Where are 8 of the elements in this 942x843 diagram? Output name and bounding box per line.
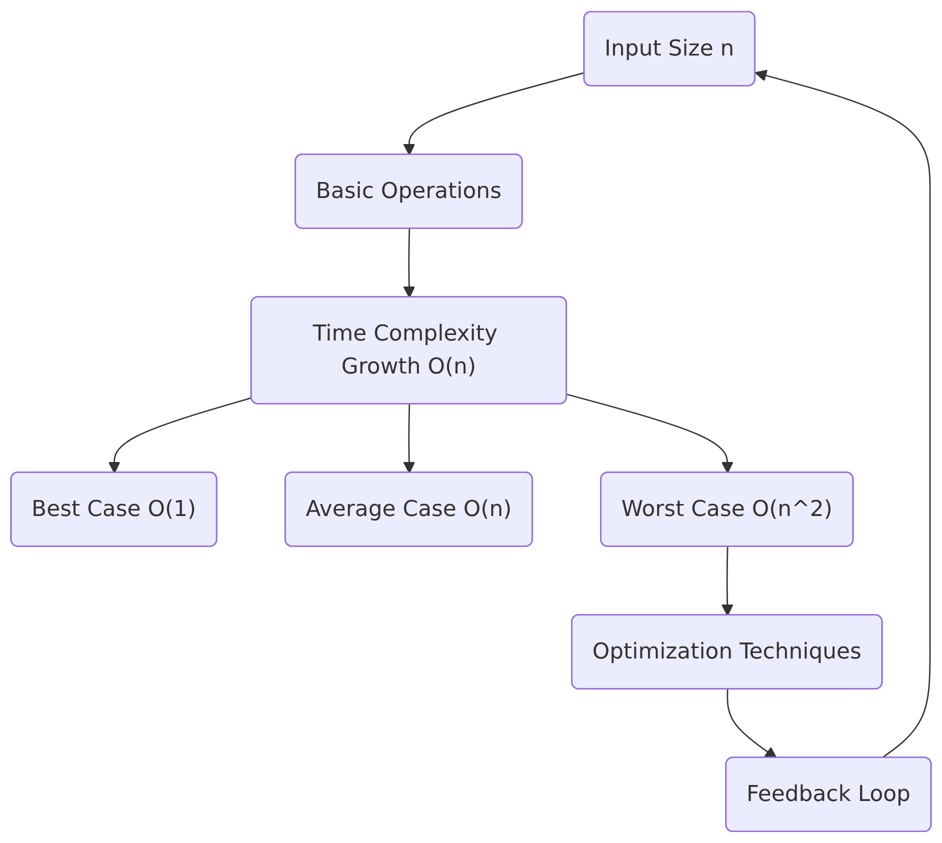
arrow [721,546,734,616]
arrow [566,394,734,474]
arrow [403,404,416,474]
arrow [726,689,777,759]
arrow [403,228,416,298]
arrow [403,72,585,156]
arrow [108,397,252,474]
arrow [754,70,931,759]
